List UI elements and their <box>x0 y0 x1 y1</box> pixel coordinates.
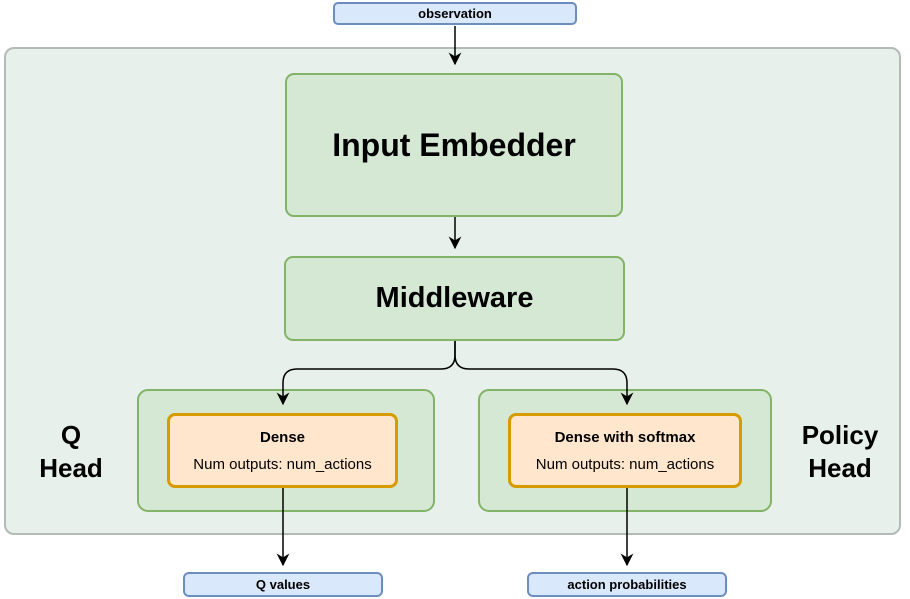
node-observation-label: observation <box>418 6 492 21</box>
node-observation: observation <box>333 2 577 25</box>
q-head-label-line1: Q <box>60 420 82 450</box>
policy-head-dense-subtitle: Num outputs: num_actions <box>535 455 715 473</box>
q-head-label: Q Head <box>26 419 116 485</box>
policy-head-label-line2: Head <box>808 453 872 483</box>
q-head-dense-title: Dense <box>259 428 306 446</box>
node-middleware: Middleware <box>284 256 625 341</box>
node-input-embedder: Input Embedder <box>285 73 623 217</box>
node-input-embedder-label: Input Embedder <box>332 126 576 163</box>
node-action-probabilities: action probabilities <box>527 572 727 597</box>
node-policy-head-dense: Dense with softmax Num outputs: num_acti… <box>508 413 742 488</box>
node-q-values: Q values <box>183 572 383 597</box>
node-middleware-label: Middleware <box>375 282 534 314</box>
node-action-probabilities-label: action probabilities <box>567 577 687 592</box>
node-q-values-label: Q values <box>255 577 311 592</box>
policy-head-label-line1: Policy <box>801 420 879 450</box>
q-head-dense-subtitle: Num outputs: num_actions <box>193 455 372 473</box>
policy-head-label: Policy Head <box>792 419 888 485</box>
policy-head-dense-title: Dense with softmax <box>554 428 696 446</box>
q-head-label-line2: Head <box>39 453 103 483</box>
node-q-head-dense: Dense Num outputs: num_actions <box>167 413 398 488</box>
